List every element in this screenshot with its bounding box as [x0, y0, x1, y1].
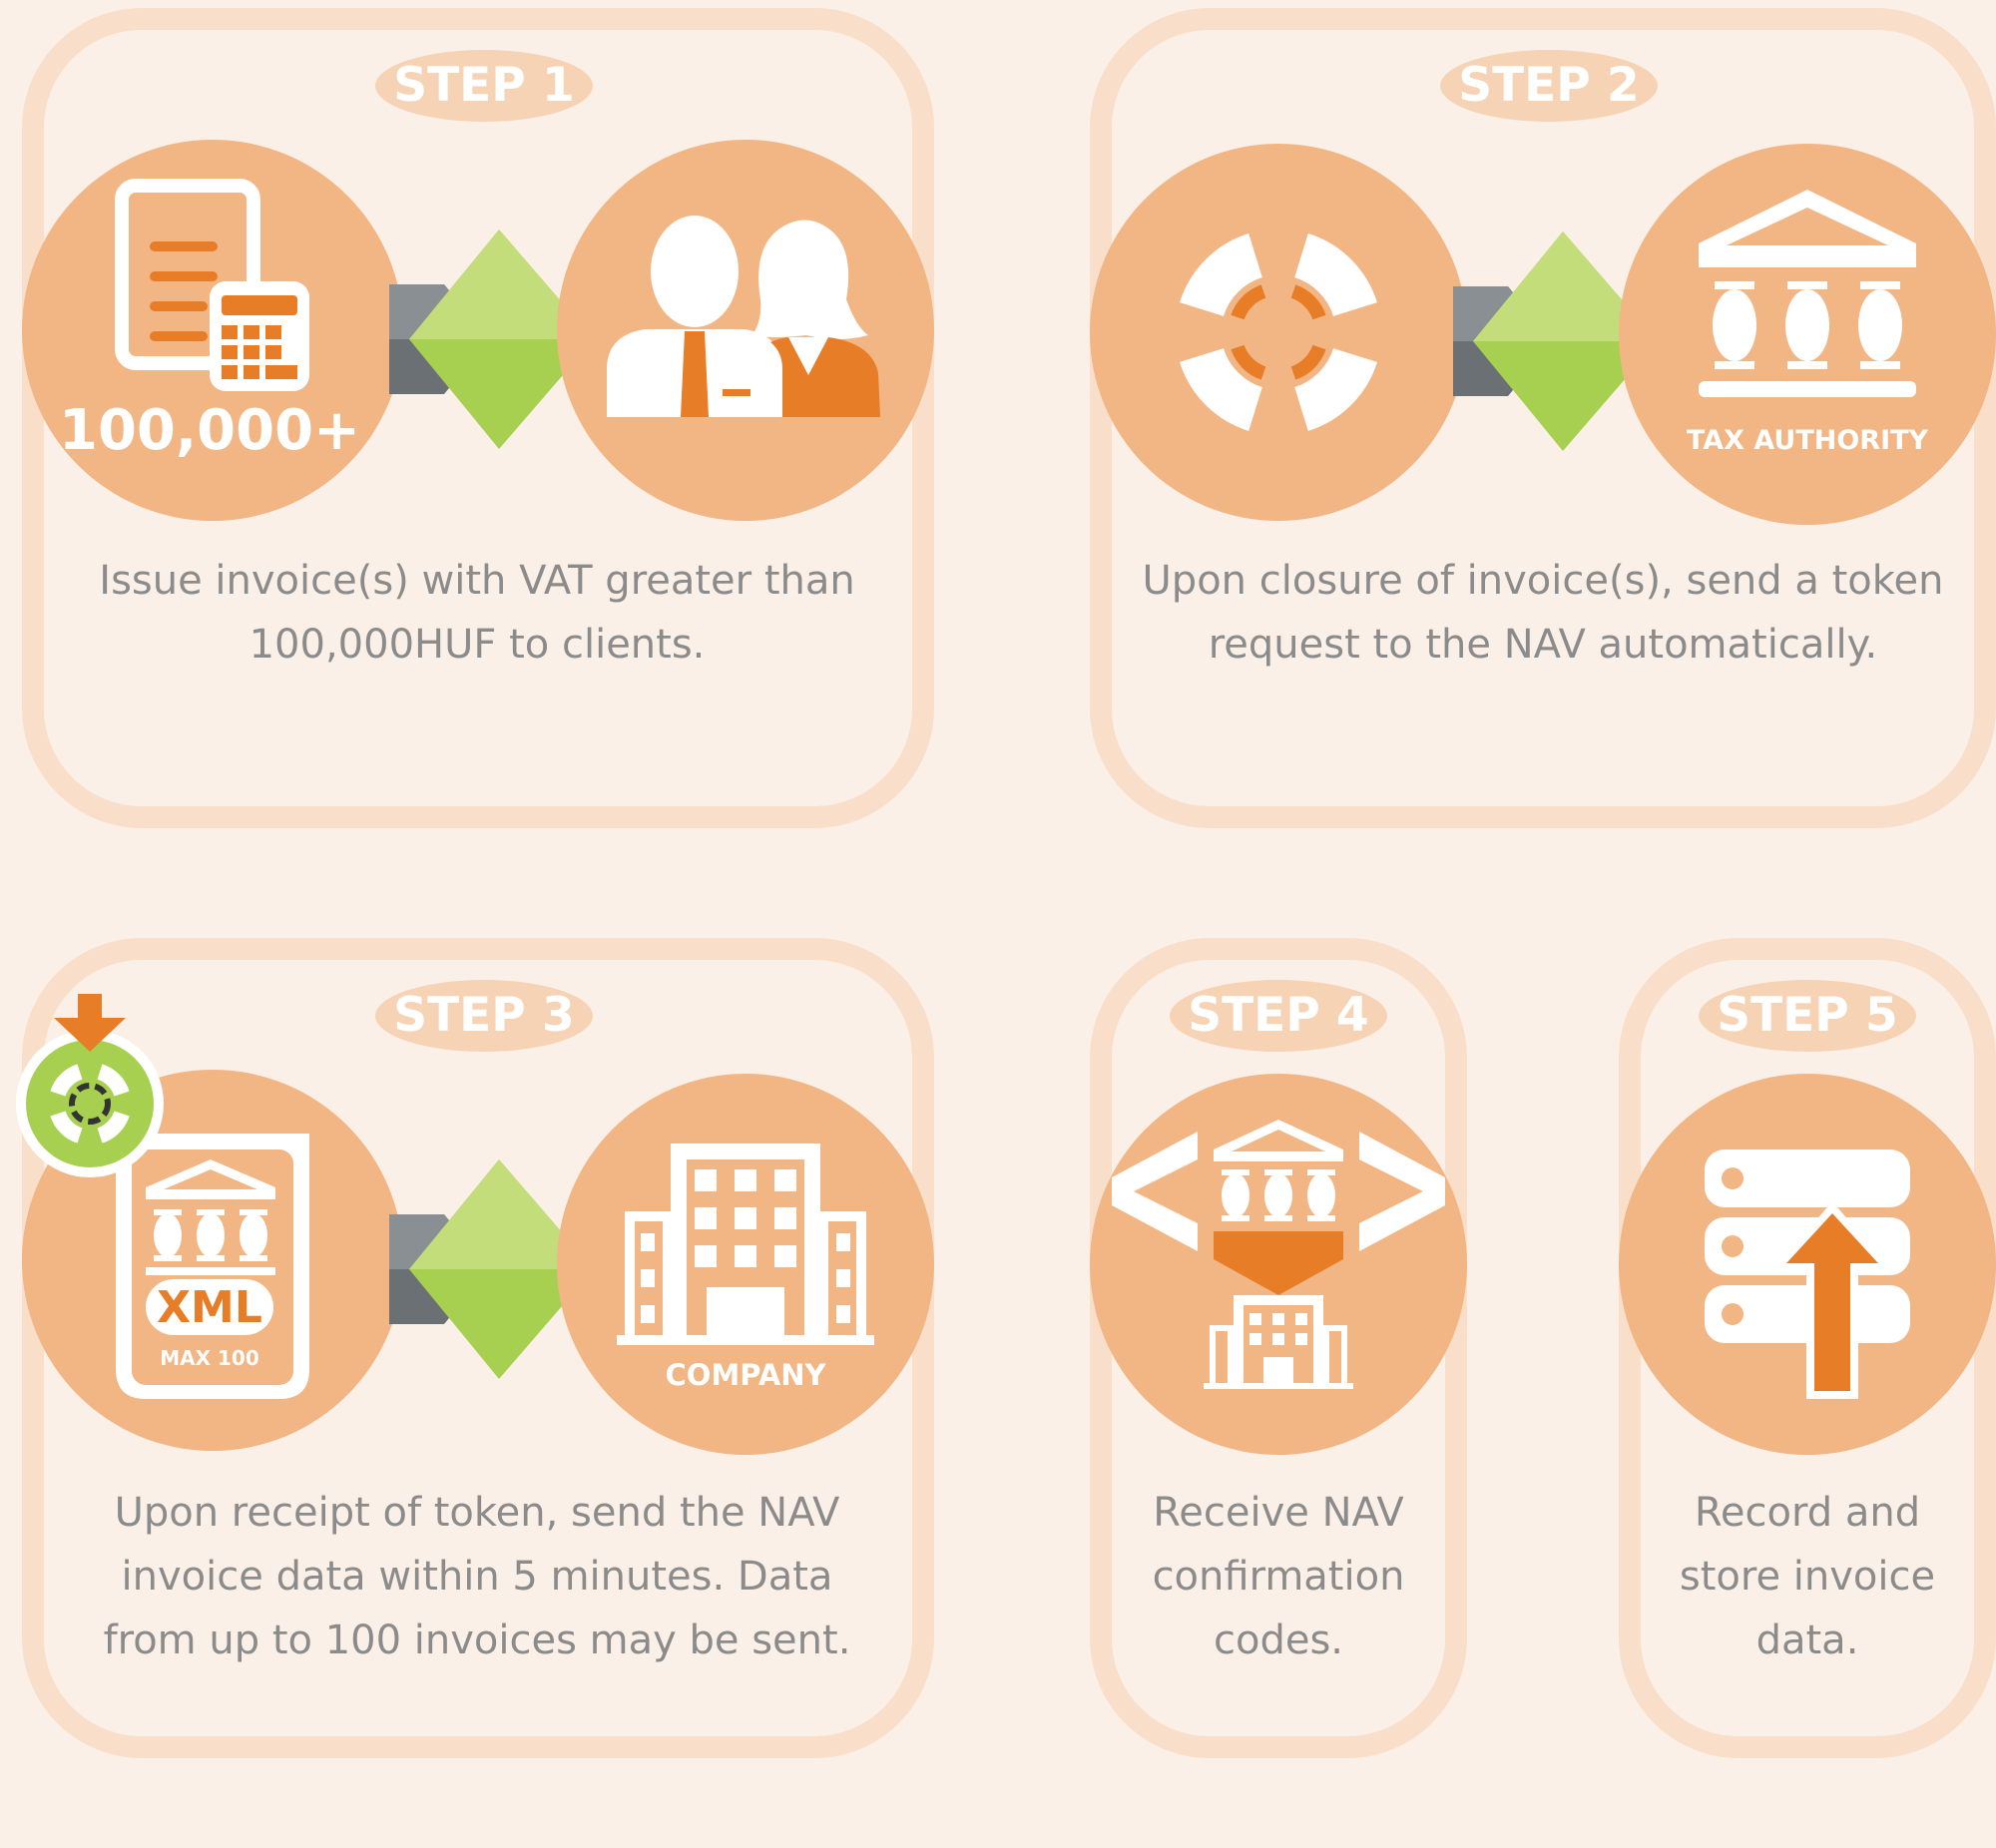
company-building-icon: COMPANY — [617, 1144, 874, 1392]
token-download-badge-icon — [16, 994, 164, 1177]
step-5-pill: STEP 5 — [1699, 980, 1916, 1052]
step-1-arrow-icon — [389, 230, 594, 449]
step-1-desc-line: 100,000HUF to clients. — [249, 622, 706, 668]
xml-document-icon: XML MAX 100 — [116, 1134, 309, 1399]
step-4-desc-line: Receive NAV — [1153, 1490, 1404, 1536]
step-3-right-label: COMPANY — [665, 1358, 826, 1392]
step-2-desc-line: Upon closure of invoice(s), send a token — [1142, 558, 1944, 604]
step-1-description: Issue invoice(s) with VAT greater than 1… — [60, 549, 894, 677]
token-lifebuoy-icon — [1180, 233, 1377, 431]
step-4-description: Receive NAV confirmation codes. — [1108, 1481, 1449, 1672]
step-1-left-label: 100,000+ — [59, 398, 360, 463]
step-4-desc-line: confirmation — [1152, 1554, 1405, 1600]
step-4-pill: STEP 4 — [1170, 980, 1387, 1052]
step-3-desc-line: invoice data within 5 minutes. Data — [121, 1554, 833, 1600]
step-2-right-label: TAX AUTHORITY — [1687, 425, 1929, 456]
step-2-arrow-icon — [1453, 231, 1658, 451]
step-2-description: Upon closure of invoice(s), send a token… — [1118, 549, 1968, 677]
step-3-arrow-icon — [389, 1159, 594, 1379]
step-2-right-circle: TAX AUTHORITY — [1619, 144, 1996, 525]
server-upload-icon — [1705, 1150, 1910, 1399]
step-5-description: Record and store invoice data. — [1637, 1481, 1978, 1672]
step-2-desc-line: request to the NAV automatically. — [1208, 622, 1878, 668]
step-3-desc-line: Upon receipt of token, send the NAV — [114, 1490, 840, 1536]
step-2-pill: STEP 2 — [1440, 50, 1658, 122]
step-1-pill: STEP 1 — [375, 50, 593, 122]
step-3-desc-line: from up to 100 invoices may be sent. — [103, 1617, 851, 1663]
step-3-pill: STEP 3 — [375, 980, 593, 1052]
step-5-desc-line: data. — [1755, 1617, 1859, 1663]
step-3-right-circle: COMPANY — [557, 1074, 934, 1455]
tax-authority-icon: TAX AUTHORITY — [1687, 190, 1929, 456]
step-3-left-label: XML — [157, 1282, 262, 1333]
confirmation-exchange-icon — [1112, 1120, 1445, 1389]
step-5-desc-line: Record and — [1694, 1490, 1921, 1536]
step-1-desc-line: Issue invoice(s) with VAT greater than — [99, 558, 855, 604]
step-3-description: Upon receipt of token, send the NAV invo… — [60, 1481, 894, 1672]
step-1-right-circle — [557, 140, 934, 521]
step-4-desc-line: codes. — [1213, 1617, 1344, 1663]
step-1-left-circle: 100,000+ — [22, 140, 403, 521]
invoice-calculator-icon: 100,000+ — [59, 179, 360, 463]
step-5-desc-line: store invoice — [1679, 1554, 1936, 1600]
step-5-circle — [1619, 1074, 1996, 1455]
step-2-left-circle — [1090, 144, 1467, 521]
step-3-left-sublabel: MAX 100 — [160, 1346, 259, 1370]
clients-icon — [607, 216, 880, 417]
step-4-circle — [1090, 1074, 1467, 1455]
